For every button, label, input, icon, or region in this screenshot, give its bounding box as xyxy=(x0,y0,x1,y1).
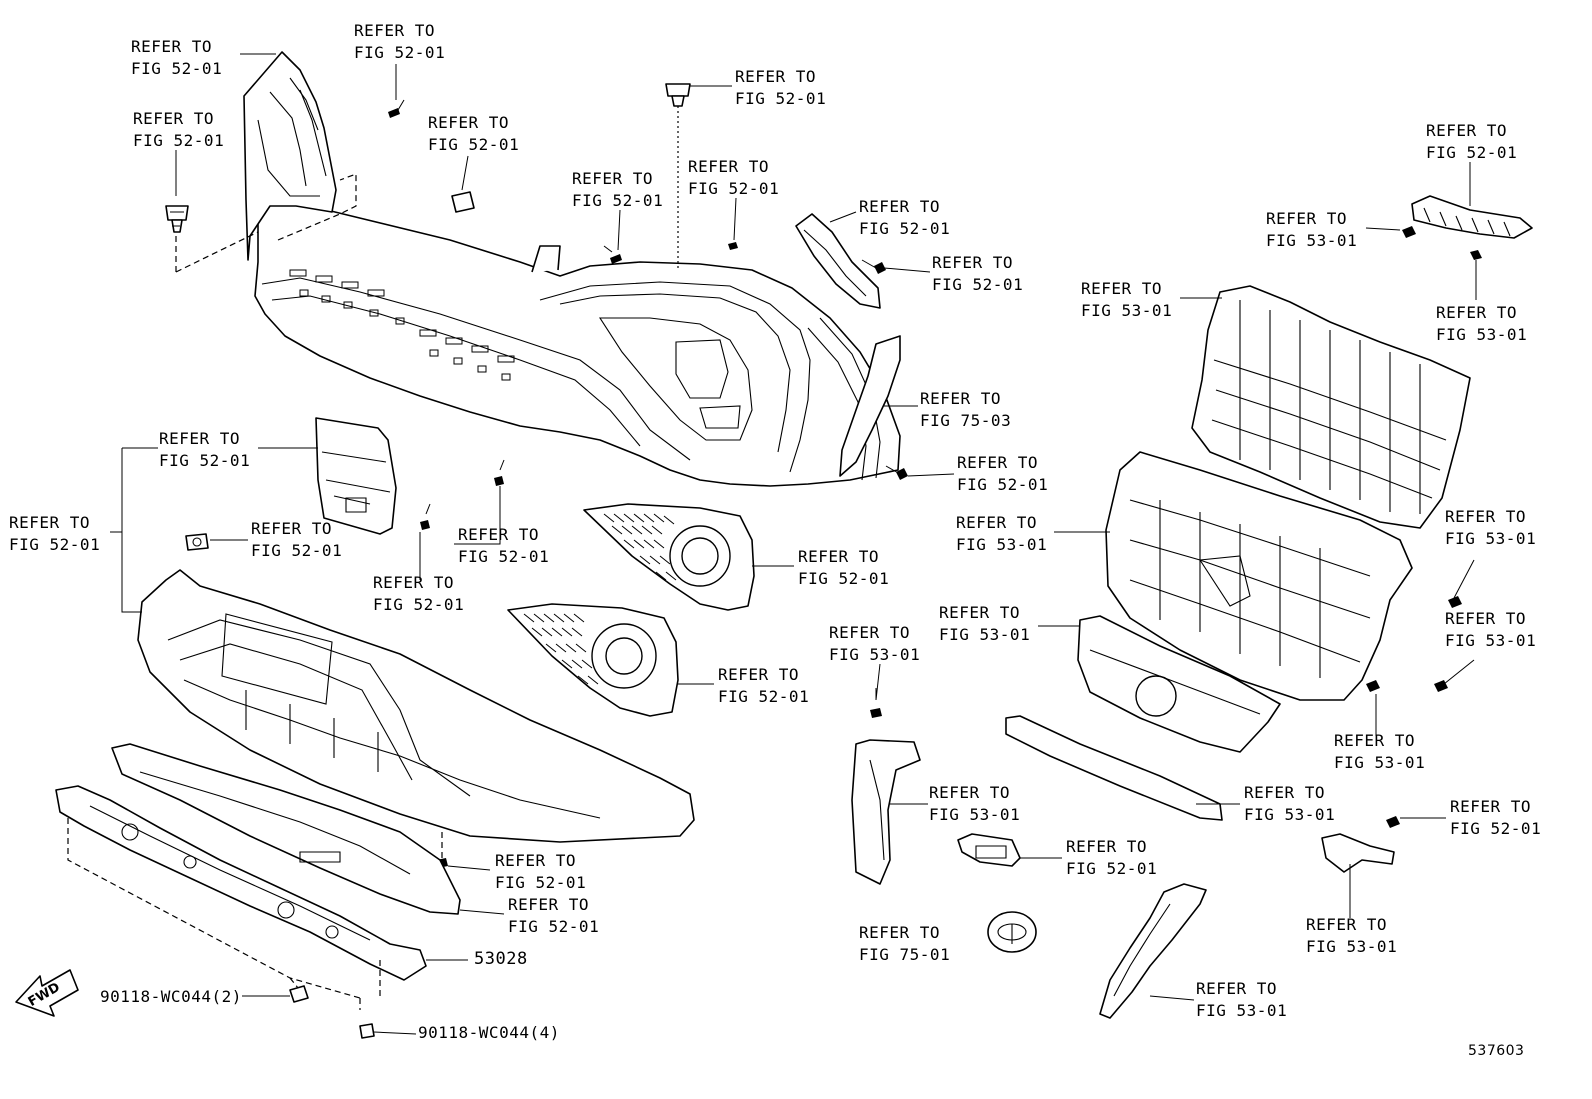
forward-direction-arrow: FWD xyxy=(15,969,79,1017)
radiator-grille xyxy=(1105,451,1413,701)
bumper-side-bracket-lower xyxy=(957,833,1021,867)
grille-bracket-top xyxy=(1411,195,1533,239)
screw-icon xyxy=(885,465,908,480)
figure-id: 537603 xyxy=(1468,1043,1525,1059)
front-skid-plate xyxy=(111,743,461,915)
bumper-side-bracket-right xyxy=(1321,833,1395,873)
part-number-bolt: 90118-WC044(2) xyxy=(100,987,242,1006)
front-bumper-cover xyxy=(243,51,901,487)
clip-icon xyxy=(185,533,209,551)
clip-icon xyxy=(665,83,691,107)
fender-liner-seal xyxy=(839,335,901,477)
nut-icon xyxy=(451,191,475,213)
bumper-side-retainer xyxy=(795,213,881,309)
air-guide-duct xyxy=(315,417,397,535)
part-number-53028: 53028 xyxy=(474,949,528,969)
screw-icon xyxy=(870,688,882,718)
screw-icon xyxy=(1470,250,1482,260)
screw-icon xyxy=(1402,226,1416,238)
fog-lamp-bezel-upper xyxy=(583,503,755,611)
absorber-53028 xyxy=(55,785,427,981)
grille-emblem-panel xyxy=(1077,615,1281,753)
bumper-support-bracket xyxy=(851,739,921,885)
screw-icon xyxy=(1448,596,1462,608)
screw-icon xyxy=(861,259,886,274)
lower-bumper-cover xyxy=(137,569,695,843)
screw-icon xyxy=(1366,680,1380,692)
screw-icon xyxy=(1434,680,1448,692)
screw-icon xyxy=(420,503,431,530)
screw-icon xyxy=(494,459,505,486)
air-deflector-seal xyxy=(1099,883,1207,1019)
bolt-icon xyxy=(289,985,309,1003)
bolt-icon xyxy=(359,1023,375,1039)
leader-lines xyxy=(110,53,1477,1035)
grille-reinforcement xyxy=(1191,285,1471,529)
screw-icon xyxy=(603,245,622,264)
screw-icon xyxy=(1386,816,1400,828)
screw-icon xyxy=(728,242,738,250)
part-number-bolt: 90118-WC044(4) xyxy=(418,1023,560,1042)
screw-icon xyxy=(388,99,405,118)
grille-lower-moulding xyxy=(1005,715,1223,821)
toyota-emblem xyxy=(987,911,1037,953)
fog-lamp-bezel-lower xyxy=(507,603,679,717)
clip-icon xyxy=(165,205,189,233)
